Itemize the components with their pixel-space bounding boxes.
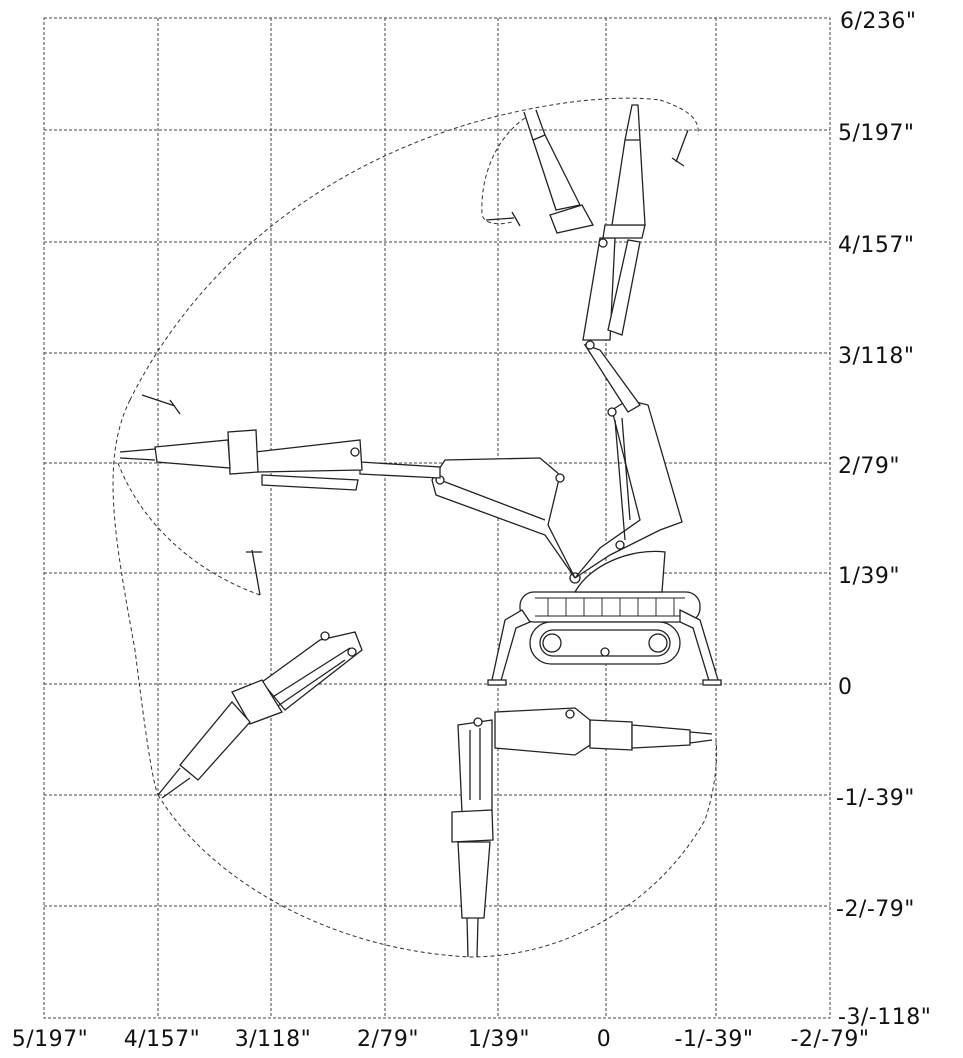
- breaker-top-tilted: [523, 109, 594, 234]
- reach-envelope-top-inner: [481, 117, 526, 225]
- track-wheel: [648, 633, 668, 653]
- joint: [607, 407, 617, 417]
- arm-lower-boom: [494, 707, 591, 756]
- x-axis-label: 4/157": [124, 1027, 201, 1052]
- x-axis-label: -2/-79": [791, 1027, 870, 1052]
- arm-angled-stick: [261, 631, 363, 711]
- x-axis-label: 3/118": [235, 1027, 312, 1052]
- joint: [615, 540, 625, 550]
- breaker-a-chisel: [157, 767, 191, 799]
- arm-angled: [157, 631, 363, 799]
- track-roller: [600, 647, 610, 657]
- arm-vertical-stick-cylinder: [607, 239, 641, 336]
- breaker-h-mount: [227, 429, 259, 475]
- arm-lower-stick: [457, 719, 493, 813]
- x-axis-label: 1/39": [468, 1027, 530, 1052]
- arm-lower: [451, 707, 713, 958]
- breaker-top-mount: [549, 204, 594, 234]
- arm-horizontal-boom: [431, 457, 576, 579]
- joint: [347, 647, 357, 657]
- breaker-chisel: [624, 104, 641, 141]
- grid: [43, 17, 831, 1019]
- base-upper-body: [519, 591, 701, 623]
- breaker-h-chisel: [119, 448, 156, 461]
- x-axis-label: 0: [597, 1027, 612, 1052]
- breaker-a-mount: [231, 679, 283, 725]
- joint: [555, 473, 565, 483]
- arm-vertical: [574, 104, 683, 579]
- y-axis-label: -1/-39": [836, 786, 915, 811]
- base-body-detail: [535, 597, 685, 617]
- x-axis-label: 5/197": [12, 1027, 89, 1052]
- x-axis-label: -1/-39": [675, 1027, 754, 1052]
- joint: [565, 709, 575, 719]
- breaker-top-body: [532, 134, 581, 211]
- reach-envelope-inner: [117, 462, 261, 596]
- x-axis-labels: 5/197" 4/157" 3/118" 2/79" 1/39" 0 -1/-3…: [12, 1027, 870, 1052]
- y-axis-label: 1/39": [838, 564, 900, 589]
- y-axis-label: 6/236": [840, 9, 917, 34]
- y-axis-labels: 6/236" 5/197" 4/157" 3/118" 2/79" 1/39" …: [836, 9, 931, 1030]
- arm-horizontal-link: [359, 461, 441, 479]
- tool-symbol: [485, 211, 521, 227]
- base-body-ribs: [547, 598, 675, 616]
- outrigger-left: [491, 609, 531, 685]
- joint: [350, 447, 360, 457]
- breaker-lower-h-chisel: [689, 731, 713, 744]
- outrigger-foot-left: [487, 679, 507, 686]
- joint: [473, 717, 483, 727]
- joint: [320, 631, 330, 641]
- tool-symbols: [141, 129, 689, 596]
- breaker-lower-h-mount: [589, 719, 633, 751]
- arm-horizontal-stick-cylinder: [261, 474, 359, 491]
- breaker-lower-h-body: [631, 724, 691, 749]
- breaker-lower-v-chisel: [466, 917, 479, 958]
- tool-symbol: [246, 549, 262, 596]
- outrigger-foot-right: [702, 679, 722, 686]
- arm-horizontal: [119, 429, 576, 579]
- breaker-h-body: [154, 439, 231, 469]
- breaker-lower-v-mount: [451, 809, 494, 843]
- joint: [585, 340, 595, 350]
- tool-symbol: [141, 394, 181, 415]
- track-wheel: [542, 633, 562, 653]
- arm-angled-cylinder: [267, 647, 351, 711]
- breaker-a-body: [179, 701, 251, 781]
- arm-vertical-boom: [574, 399, 683, 579]
- arm-vertical-cylinder: [614, 417, 631, 541]
- breaker-top-chisel: [523, 109, 546, 141]
- crawler-base: [487, 550, 722, 686]
- y-axis-label: 5/197": [838, 121, 915, 146]
- y-axis-label: 3/118": [838, 344, 915, 369]
- outrigger-right: [679, 608, 719, 685]
- arm-lower-stick-cylinder: [469, 728, 481, 800]
- arm-horizontal-cylinder: [439, 479, 546, 521]
- y-axis-label: 4/157": [838, 233, 915, 258]
- y-axis-label: -3/-118": [838, 1005, 931, 1030]
- turret: [573, 550, 666, 593]
- grid-frame: [43, 17, 831, 1019]
- breaker-lower-v-body: [457, 841, 491, 919]
- breaker-body: [611, 139, 646, 226]
- x-axis-label: 2/79": [357, 1027, 419, 1052]
- breaker-mount: [602, 224, 646, 239]
- y-axis-label: 2/79": [838, 454, 900, 479]
- y-axis-label: 0: [838, 675, 853, 700]
- reach-envelope: [112, 97, 718, 958]
- arm-vertical-link: [583, 343, 641, 413]
- y-axis-label: -2/-79": [836, 897, 915, 922]
- tool-symbol: [671, 129, 689, 167]
- joint: [598, 238, 608, 248]
